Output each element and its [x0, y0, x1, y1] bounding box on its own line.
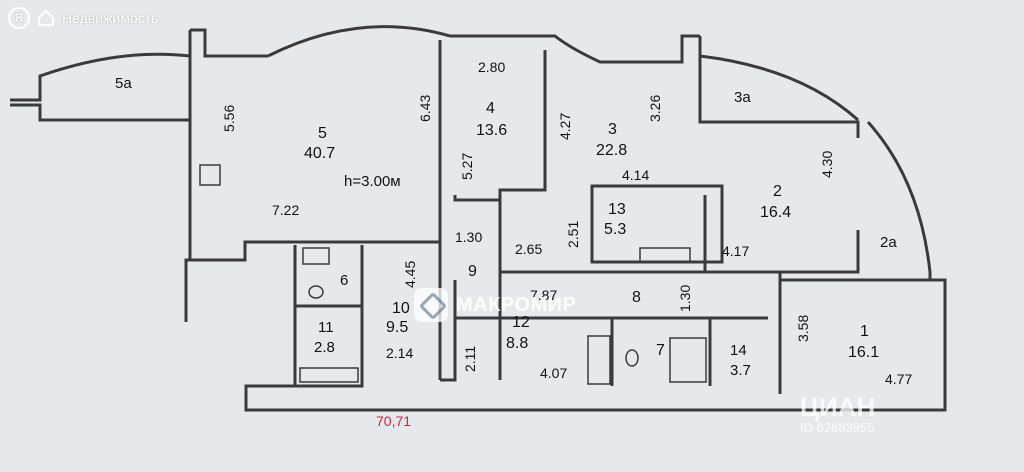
room-5-num: 5 — [318, 125, 327, 142]
room-4-num: 4 — [486, 100, 495, 117]
brand-header[interactable]: Я Недвижимость — [8, 7, 158, 29]
room-1-area: 16.1 — [848, 344, 879, 361]
room-2-area: 16.4 — [760, 204, 791, 221]
room-3-area: 22.8 — [596, 142, 627, 159]
room-13-area: 5.3 — [604, 221, 626, 238]
room-14-num: 14 — [730, 342, 747, 359]
walls — [10, 25, 947, 412]
agency-watermark: МАКРОМИР — [414, 288, 576, 322]
room-labels: 5a 5 40.7 4 13.6 3 22.8 3a 2 16.4 2a 13 … — [115, 75, 897, 379]
agency-watermark-text: МАКРОМИР — [456, 293, 577, 316]
room-10-num: 10 — [392, 300, 410, 317]
cian-listing-id: ID 62683955 — [800, 420, 875, 435]
total-area: 70,71 — [376, 413, 412, 429]
dim-1-30-a: 1.30 — [455, 229, 482, 245]
agency-logo-icon — [414, 288, 448, 322]
room-10-area: 9.5 — [386, 319, 408, 336]
room-11-num: 11 — [318, 319, 334, 336]
home-icon — [38, 9, 54, 26]
room-2-num: 2 — [773, 183, 782, 200]
room-9-num: 9 — [468, 263, 477, 280]
room-1-num: 1 — [860, 323, 869, 340]
dim-6-43: 6.43 — [417, 95, 433, 122]
ceiling-height: h=3.00м — [344, 173, 401, 190]
dim-1-30-b: 1.30 — [677, 285, 693, 312]
dim-3-58: 3.58 — [795, 315, 811, 342]
room-12-area: 8.8 — [506, 335, 528, 352]
dimension-labels: 5.56 6.43 2.80 4.27 3.26 5.27 7.22 1.30 … — [221, 59, 912, 387]
room-14-area: 3.7 — [730, 362, 751, 379]
dim-4-07: 4.07 — [540, 365, 567, 381]
dim-2-51: 2.51 — [565, 221, 581, 248]
room-3-num: 3 — [608, 121, 617, 138]
cian-watermark: ЦИАН — [800, 392, 876, 422]
room-5-area: 40.7 — [304, 145, 335, 162]
room-12-num: 12 — [512, 314, 530, 331]
dim-5-56: 5.56 — [221, 105, 237, 132]
room-13-num: 13 — [608, 201, 626, 218]
dim-7-87: 7.87 — [530, 287, 557, 303]
brand-badge: Я — [8, 7, 30, 29]
room-11-area: 2.8 — [314, 339, 335, 356]
dim-4-27: 4.27 — [557, 113, 573, 140]
room-3a-num: 3a — [734, 89, 751, 106]
dim-4-17: 4.17 — [722, 243, 749, 259]
dim-2-80: 2.80 — [478, 59, 505, 75]
room-5a-num: 5a — [115, 75, 132, 92]
dim-4-30: 4.30 — [819, 151, 835, 178]
room-2a-num: 2a — [880, 234, 897, 251]
dim-5-27: 5.27 — [459, 153, 475, 180]
dim-7-22: 7.22 — [272, 202, 299, 218]
dim-2-11: 2.11 — [462, 346, 478, 372]
brand-name: Недвижимость — [62, 10, 159, 26]
dim-3-26: 3.26 — [647, 95, 663, 122]
room-7-num: 7 — [656, 342, 665, 359]
fixtures — [199, 164, 707, 385]
room-8-num: 8 — [632, 289, 641, 306]
dim-2-65: 2.65 — [515, 241, 542, 257]
dim-4-77: 4.77 — [885, 371, 912, 387]
dim-4-45: 4.45 — [402, 261, 418, 288]
room-4-area: 13.6 — [476, 122, 507, 139]
dim-4-14: 4.14 — [622, 167, 649, 183]
dim-2-14: 2.14 — [386, 345, 413, 361]
room-6-num: 6 — [340, 272, 348, 289]
